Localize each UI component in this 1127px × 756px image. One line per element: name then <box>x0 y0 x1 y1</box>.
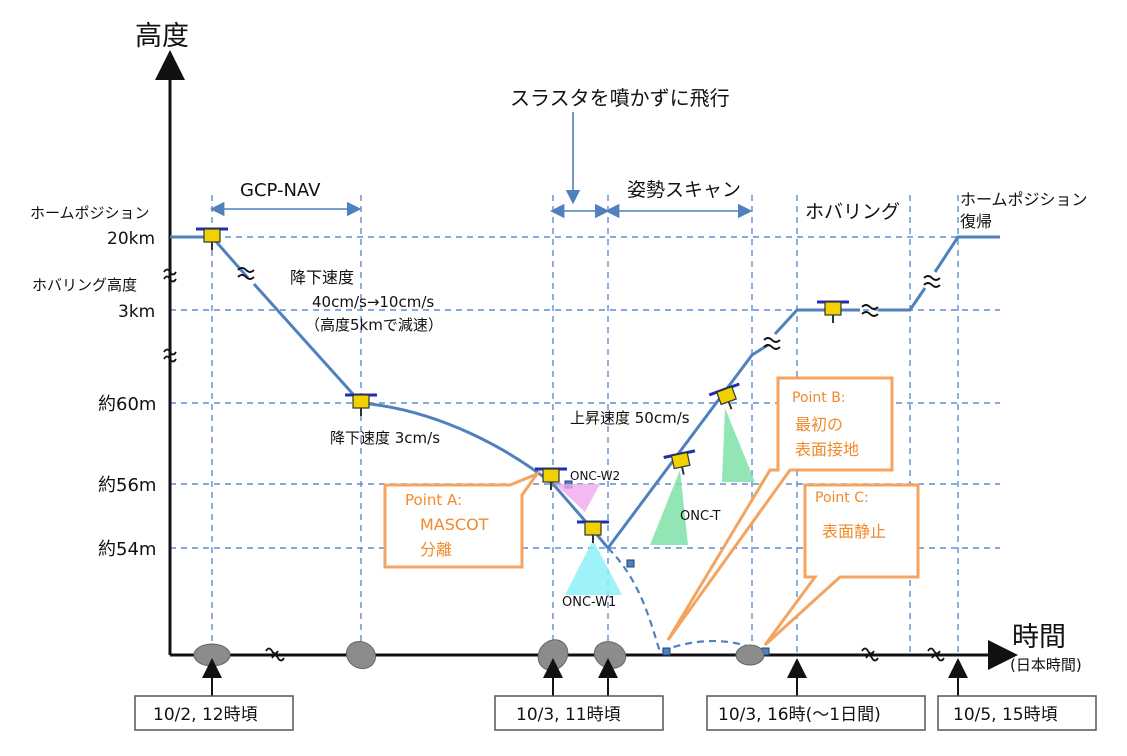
point-b-title: Point B: <box>792 390 846 406</box>
time-box-2 <box>494 695 664 731</box>
x-axis-title: 時間 <box>1012 622 1066 653</box>
onc-t-fov-1 <box>650 470 688 545</box>
altitude-54m: 約54m <box>98 539 156 560</box>
callout-point-a: Point A: MASCOT 分離 <box>383 470 542 569</box>
callout-point-c: Point C: 表面静止 <box>763 483 920 647</box>
phase-gcp-nav: GCP-NAV <box>240 180 321 201</box>
hayabusa2-icon <box>345 393 377 416</box>
time-markers: 10/2, 12時頃 10/3, 11時頃 10/3, 16時(〜1日間) 10… <box>134 658 1097 731</box>
point-a-title: Point A: <box>405 491 462 509</box>
onc-w2-label: ONC-W2 <box>570 469 620 483</box>
asteroid-rock-icon <box>345 640 377 670</box>
point-b-line2: 表面接地 <box>795 440 859 459</box>
hayabusa2-icon <box>535 467 567 490</box>
asteroid-rock-icon <box>735 644 765 666</box>
onc-w1-fov <box>565 540 622 595</box>
point-c-line1: 表面静止 <box>822 522 886 541</box>
point-a-line2: 分離 <box>420 540 452 559</box>
time-label-1: 10/2, 12時頃 <box>153 705 258 725</box>
asteroid-rock-icon <box>593 641 627 669</box>
hover-altitude-label: ホバリング高度 <box>32 276 137 294</box>
altitude-60m: 約60m <box>98 394 156 415</box>
altitude-20km: 20km <box>107 229 155 249</box>
axis-break-marks <box>163 268 945 662</box>
callout-point-b: Point B: 最初の 表面接地 <box>666 376 894 641</box>
home-position-label: ホームポジション <box>30 204 150 222</box>
hayabusa2-icon <box>577 520 609 543</box>
onc-t-fov-2 <box>722 408 755 482</box>
phase-attitude-scan: 姿勢スキャン <box>627 179 741 201</box>
hayabusa2-icon <box>817 300 849 323</box>
point-c-title: Point C: <box>815 490 869 506</box>
hayabusa2-icon <box>708 382 740 410</box>
phase-return-home-line2: 復帰 <box>960 212 992 231</box>
surface-bounce-path <box>607 547 761 654</box>
altitude-3km: 3km <box>118 302 155 322</box>
altitude-56m: 約56m <box>98 475 156 496</box>
time-box-4 <box>937 695 1097 731</box>
descent-speed-final: 降下速度 3cm/s <box>330 429 440 447</box>
onc-w2-fov <box>555 484 600 512</box>
time-box-1 <box>134 695 294 731</box>
onc-w1-label: ONC-W1 <box>562 595 616 610</box>
time-label-4: 10/5, 15時頃 <box>953 705 1058 725</box>
hayabusa2-icon <box>663 449 696 475</box>
descent-speed-label: 降下速度 <box>290 268 354 287</box>
phase-thruster-free: スラスタを噴かずに飛行 <box>510 86 730 110</box>
point-a-line1: MASCOT <box>420 515 489 534</box>
ascent-speed-label: 上昇速度 50cm/s <box>570 409 690 427</box>
x-axis-subtitle: (日本時間) <box>1010 656 1082 674</box>
phase-return-home-line1: ホームポジション <box>960 190 1088 209</box>
descent-speed-note: （高度5kmで減速） <box>305 316 443 334</box>
asteroid-rock-icon <box>193 643 231 667</box>
onc-t-label: ONC-T <box>680 509 721 524</box>
point-b-line1: 最初の <box>795 415 843 434</box>
descent-speed-detail: 40cm/s→10cm/s <box>312 293 434 311</box>
hayabusa2-icon <box>196 227 228 250</box>
phase-hovering: ホバリング <box>805 201 900 223</box>
y-axis-title: 高度 <box>135 21 189 52</box>
time-box-3 <box>706 695 926 731</box>
time-label-3: 10/3, 16時(〜1日間) <box>718 705 881 725</box>
time-label-2: 10/3, 11時頃 <box>516 705 621 725</box>
